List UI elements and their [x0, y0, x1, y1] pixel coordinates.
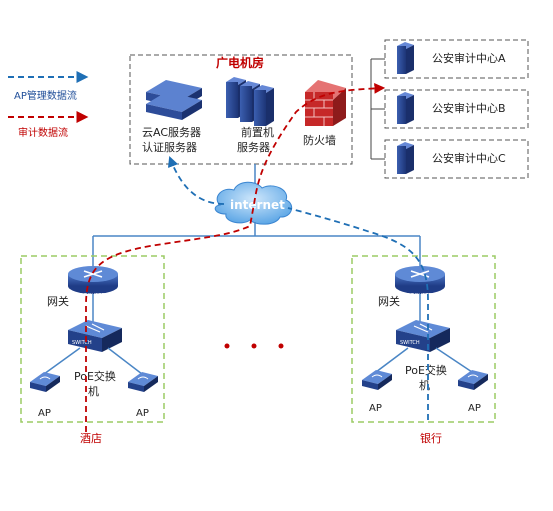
server-icon	[397, 142, 414, 174]
police-center-label: 公安审计中心B	[432, 101, 506, 115]
gateway-label-bank: 网关	[378, 294, 400, 308]
ap-icon	[128, 372, 158, 392]
router-text: ROUTER	[84, 293, 105, 299]
switch-label-hotel-1: PoE交换	[74, 369, 116, 383]
switch-label-hotel-2: 机	[88, 384, 99, 398]
police-center-b: 公安审计中心B	[384, 89, 529, 129]
site-name-hotel: 酒店	[80, 431, 102, 445]
switch-icon	[396, 320, 450, 352]
legend-audit-flow-label: 审计数据流	[18, 126, 68, 139]
ap-label-bank-right: AP	[468, 403, 481, 414]
police-center-label: 公安审计中心A	[432, 51, 506, 65]
server-icon	[397, 92, 414, 124]
router-icon	[395, 266, 445, 294]
switch-ap-left-link-hotel	[43, 347, 81, 375]
cloud-ac-label-2: 认证服务器	[142, 141, 197, 154]
police-center-label: 公安审计中心C	[432, 151, 506, 165]
ap-label-bank-left: AP	[369, 403, 382, 414]
internet-label: internet	[230, 198, 285, 212]
firewall-icon	[305, 80, 346, 126]
ap-flow-to-cloud-ac	[167, 155, 225, 205]
ap-label-hotel-left: AP	[38, 408, 51, 419]
switch-label-bank-1: PoE交换	[405, 363, 447, 377]
router-icon	[68, 266, 118, 294]
ellipsis	[224, 343, 284, 349]
front-server-label-2: 服务器	[237, 141, 270, 154]
switch-ap-left-link-bank	[375, 347, 409, 373]
police-center-a: 公安审计中心A	[384, 39, 529, 79]
ap-icon	[362, 370, 392, 390]
legend: AP管理数据流 审计数据流	[8, 71, 89, 139]
switch-text: SWITCH	[400, 340, 420, 346]
server-icon	[397, 42, 414, 74]
front-server-label-1: 前置机	[241, 125, 274, 139]
police-center-c: 公安审计中心C	[384, 139, 529, 179]
legend-ap-flow-label: AP管理数据流	[14, 89, 77, 102]
gateway-label-hotel: 网关	[47, 294, 69, 308]
site-box-bank	[351, 255, 496, 423]
datacenter-box	[129, 54, 353, 165]
router-text: ROUTER	[411, 293, 432, 299]
ap-label-hotel-right: AP	[136, 408, 149, 419]
firewall-label: 防火墙	[303, 133, 336, 147]
audit-flow-path	[85, 83, 386, 432]
switch-ap-right-link-bank	[435, 347, 473, 373]
switch-label-bank-2: 机	[419, 378, 430, 392]
site-box-hotel	[20, 255, 165, 423]
ap-flow-from-bank	[287, 207, 429, 420]
datacenter-title: 广电机房	[216, 55, 264, 70]
cloud-ac-label-1: 云AC服务器	[142, 126, 201, 139]
switch-icon	[68, 320, 122, 352]
front-server-icon	[226, 77, 274, 126]
cloud-ac-server-icon	[146, 80, 202, 120]
switch-ap-right-link-hotel	[107, 347, 143, 375]
ap-icon	[458, 370, 488, 390]
ap-icon	[30, 372, 60, 392]
switch-text: SWITCH	[72, 340, 92, 346]
site-name-bank: 银行	[420, 431, 442, 445]
